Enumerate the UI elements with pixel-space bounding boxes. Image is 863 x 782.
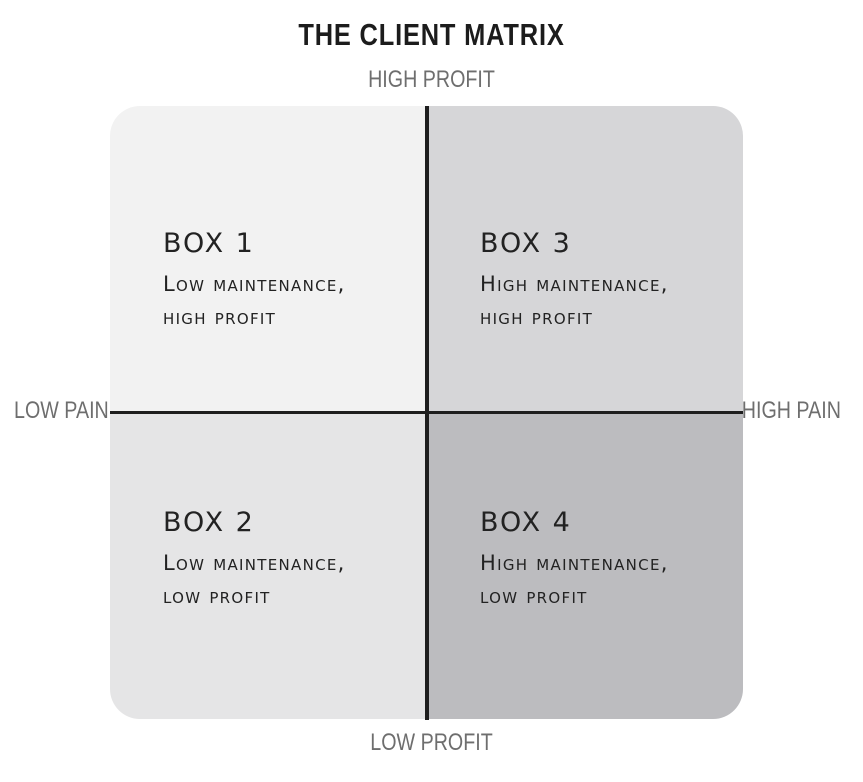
box-1-description-line-1: Low maintenance, — [163, 272, 346, 296]
box-2-description-line-2: low profit — [163, 584, 271, 608]
axis-label-low-profit: LOW PROFIT — [370, 729, 493, 756]
client-matrix: BOX 1 Low maintenance, high profit BOX 3… — [110, 106, 743, 719]
box-2-description: Low maintenance, low profit — [163, 547, 346, 613]
box-3-title: BOX 3 — [480, 228, 572, 259]
box-1-title: BOX 1 — [163, 228, 255, 259]
box-2-description-line-1: Low maintenance, — [163, 551, 346, 575]
diagram-title: THE CLIENT MATRIX — [298, 17, 565, 52]
quadrant-box-3: BOX 3 High maintenance, high profit — [427, 106, 743, 413]
box-4-description: High maintenance, low profit — [480, 547, 669, 613]
axis-label-low-pain: LOW PAIN — [14, 397, 109, 424]
box-2-title: BOX 2 — [163, 507, 255, 538]
box-4-description-line-2: low profit — [480, 584, 588, 608]
box-3-description-line-2: high profit — [480, 305, 594, 329]
quadrant-box-4: BOX 4 High maintenance, low profit — [427, 413, 743, 719]
horizontal-axis-line — [110, 411, 743, 414]
box-3-description: High maintenance, high profit — [480, 268, 669, 334]
box-1-description-line-2: high profit — [163, 305, 277, 329]
box-4-description-line-1: High maintenance, — [480, 551, 669, 575]
box-4-title: BOX 4 — [480, 507, 572, 538]
box-3-description-line-1: High maintenance, — [480, 272, 669, 296]
box-1-description: Low maintenance, high profit — [163, 268, 346, 334]
axis-label-high-pain: HIGH PAIN — [741, 397, 841, 424]
quadrant-box-2: BOX 2 Low maintenance, low profit — [110, 413, 427, 719]
quadrant-box-1: BOX 1 Low maintenance, high profit — [110, 106, 427, 413]
axis-label-high-profit: HIGH PROFIT — [368, 66, 495, 93]
